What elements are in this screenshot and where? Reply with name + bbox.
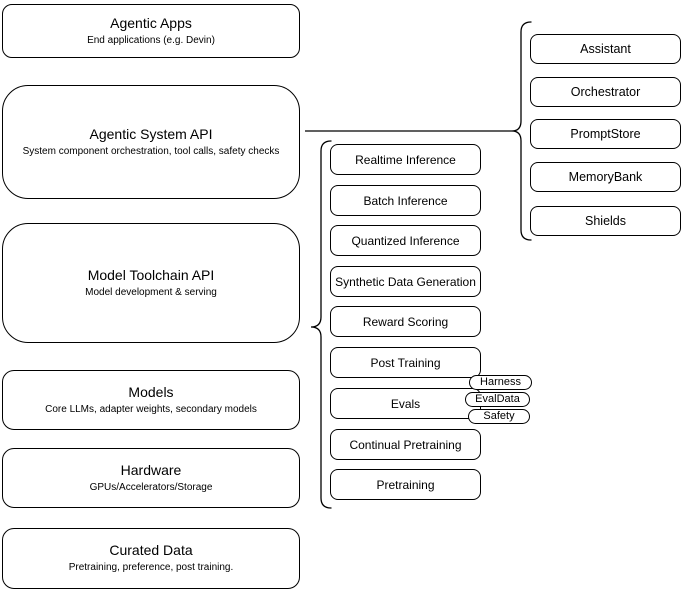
node-promptstore: PromptStore [530, 119, 681, 149]
toolchain-brace [310, 140, 332, 509]
node-model-toolchain-api: Model Toolchain API Model development & … [2, 223, 300, 343]
node-continual-pretraining: Continual Pretraining [330, 429, 481, 460]
pill-label: Safety [483, 410, 515, 422]
node-batch-inference: Batch Inference [330, 185, 481, 216]
node-label: Assistant [580, 42, 631, 56]
pill-harness: Harness [469, 375, 532, 390]
node-realtime-inference: Realtime Inference [330, 144, 481, 175]
node-label: Post Training [370, 355, 441, 370]
node-pretraining: Pretraining [330, 469, 481, 500]
node-evals: Evals [330, 388, 481, 419]
node-title: Agentic Apps [110, 14, 192, 31]
node-models: Models Core LLMs, adapter weights, secon… [2, 370, 300, 430]
node-post-training: Post Training [330, 347, 481, 378]
node-label: Batch Inference [363, 193, 448, 208]
node-orchestrator: Orchestrator [530, 77, 681, 107]
node-label: Reward Scoring [362, 314, 449, 329]
node-quantized-inference: Quantized Inference [330, 225, 481, 256]
node-title: Agentic System API [89, 125, 213, 142]
node-label: Synthetic Data Generation [335, 274, 476, 289]
node-label: Pretraining [376, 477, 435, 492]
pill-safety: Safety [468, 409, 530, 424]
node-curated-data: Curated Data Pretraining, preference, po… [2, 528, 300, 589]
node-subtitle: GPUs/Accelerators/Storage [89, 481, 213, 493]
node-agentic-apps: Agentic Apps End applications (e.g. Devi… [2, 4, 300, 58]
node-label: Shields [585, 214, 626, 228]
node-label: Quantized Inference [351, 233, 460, 248]
node-synthetic-data-generation: Synthetic Data Generation [330, 266, 481, 297]
node-subtitle: Pretraining, preference, post training. [68, 562, 234, 574]
node-subtitle: System component orchestration, tool cal… [22, 145, 280, 157]
node-label: Realtime Inference [355, 152, 456, 167]
node-title: Curated Data [109, 542, 193, 559]
node-reward-scoring: Reward Scoring [330, 306, 481, 337]
node-subtitle: Core LLMs, adapter weights, secondary mo… [45, 403, 257, 415]
node-agentic-system-api: Agentic System API System component orch… [2, 85, 300, 199]
node-subtitle: End applications (e.g. Devin) [87, 34, 215, 46]
node-label: Continual Pretraining [349, 437, 462, 452]
pill-label: Harness [480, 376, 521, 388]
node-assistant: Assistant [530, 34, 681, 64]
node-subtitle: Model development & serving [85, 286, 217, 298]
node-hardware: Hardware GPUs/Accelerators/Storage [2, 448, 300, 508]
pill-evaldata: EvalData [465, 392, 530, 407]
node-shields: Shields [530, 206, 681, 236]
node-label: MemoryBank [568, 170, 643, 184]
node-label: Orchestrator [570, 85, 641, 99]
node-title: Model Toolchain API [87, 266, 215, 283]
node-label: Evals [390, 396, 421, 411]
node-title: Models [128, 383, 174, 400]
node-label: PromptStore [570, 127, 641, 141]
system-components-brace [511, 21, 532, 241]
node-memorybank: MemoryBank [530, 162, 681, 192]
pill-label: EvalData [475, 393, 520, 405]
node-title: Hardware [120, 461, 182, 478]
